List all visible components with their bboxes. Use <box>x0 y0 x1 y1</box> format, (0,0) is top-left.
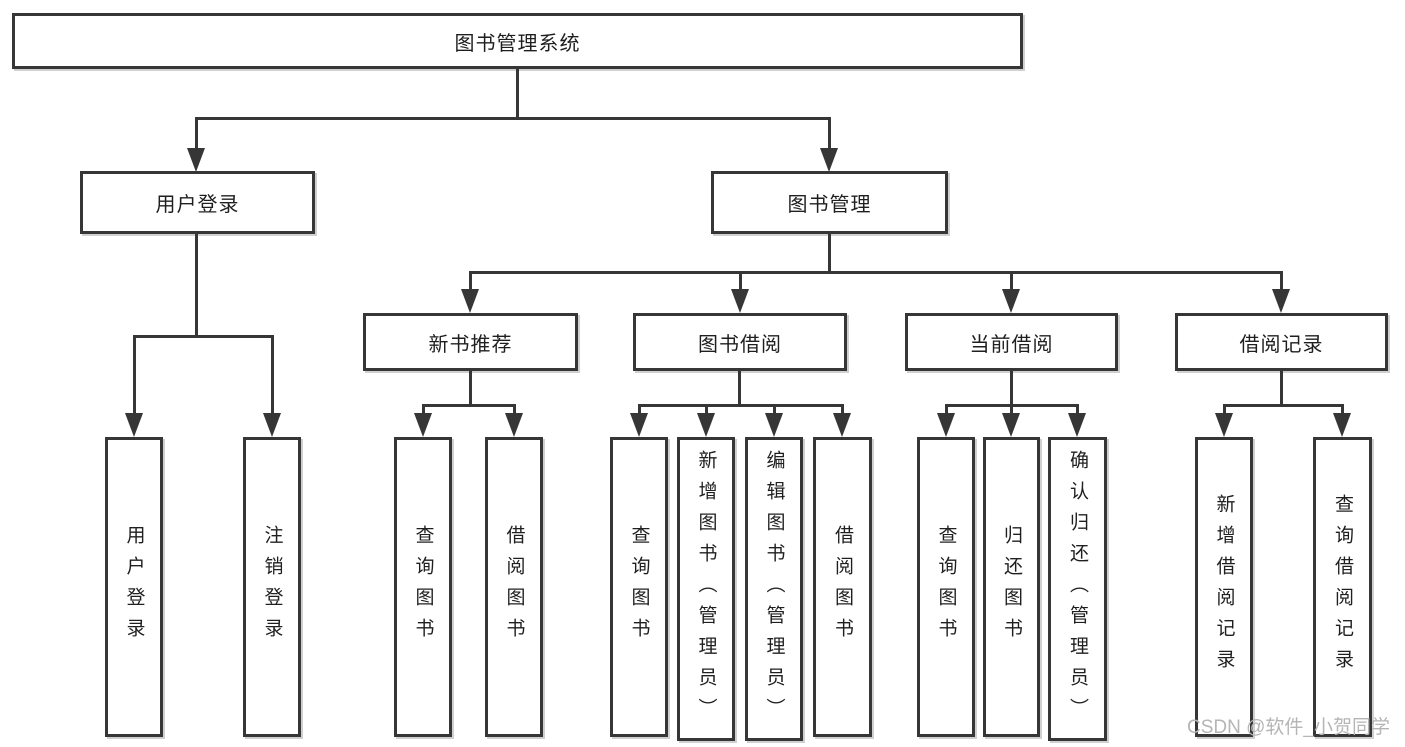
connector-line <box>1010 271 1013 293</box>
connector-line <box>738 368 741 406</box>
leaf-current-confirm-return-admin: 确认归还（管理员） <box>1048 437 1107 741</box>
connector-line <box>945 404 948 417</box>
leaf-borrow-add-books-admin-label: 新增图书（管理员） <box>695 449 717 729</box>
leaf-records-add-record-label: 新增借阅记录 <box>1213 494 1235 680</box>
connector-line <box>133 335 274 338</box>
node-current-borrowing-label: 当前借阅 <box>969 333 1054 356</box>
node-user-login-label: 用户登录 <box>155 194 240 216</box>
node-new-book-recommendation-label: 新书推荐 <box>428 333 513 356</box>
leaf-records-query-record: 查询借阅记录 <box>1313 437 1372 737</box>
leaf-logout-label: 注销登录 <box>261 525 283 649</box>
node-new-book-recommendation: 新书推荐 <box>363 313 578 371</box>
connector-line <box>1341 404 1344 417</box>
connector-line <box>469 271 1283 274</box>
leaf-current-confirm-return-admin-label: 确认归还（管理员） <box>1067 449 1088 729</box>
arrow-down-icon <box>765 413 783 437</box>
connector-line <box>638 404 844 407</box>
connector-line <box>1280 368 1283 406</box>
connector-line <box>739 271 742 293</box>
node-book-management-label: 图书管理 <box>787 194 872 216</box>
node-user-login: 用户登录 <box>80 171 315 234</box>
leaf-newbook-query-books: 查询图书 <box>394 437 452 737</box>
connector-line <box>828 231 831 273</box>
connector-line <box>422 404 516 407</box>
leaf-borrow-edit-books-admin-label: 编辑图书（管理员） <box>763 449 785 729</box>
connector-line <box>516 66 519 120</box>
leaf-records-query-record-label: 查询借阅记录 <box>1332 494 1353 680</box>
leaf-current-query-books-label: 查询图书 <box>935 525 957 649</box>
node-borrowing-records-label: 借阅记录 <box>1239 333 1324 356</box>
watermark: CSDN @软件_小贺同学 <box>1187 717 1390 738</box>
connector-line <box>469 271 472 293</box>
connector-line <box>1010 368 1013 406</box>
connector-line <box>195 117 198 152</box>
leaf-borrow-borrow-books-label: 借阅图书 <box>832 525 853 649</box>
node-book-borrowing: 图书借阅 <box>633 313 847 371</box>
connector-line <box>133 335 136 417</box>
leaf-logout: 注销登录 <box>243 437 301 737</box>
node-book-borrowing-label: 图书借阅 <box>698 333 782 356</box>
arrow-down-icon <box>263 413 281 437</box>
connector-line <box>638 404 641 417</box>
connector-line <box>1223 404 1226 417</box>
leaf-borrow-borrow-books: 借阅图书 <box>813 437 872 737</box>
arrow-down-icon <box>414 413 432 437</box>
arrow-down-icon <box>1333 413 1351 437</box>
arrow-down-icon <box>833 413 851 437</box>
connector-line <box>195 117 831 120</box>
arrow-down-icon <box>697 413 715 437</box>
arrow-down-icon <box>937 413 955 437</box>
leaf-user-login: 用户登录 <box>105 437 163 737</box>
arrow-down-icon <box>731 289 749 313</box>
connector-line <box>271 335 274 417</box>
arrow-down-icon <box>1272 289 1290 313</box>
leaf-current-query-books: 查询图书 <box>917 437 975 737</box>
connector-line <box>1010 404 1013 417</box>
leaf-borrow-query-books: 查询图书 <box>610 437 668 737</box>
leaf-current-return-books: 归还图书 <box>983 437 1040 737</box>
leaf-borrow-add-books-admin: 新增图书（管理员） <box>677 437 735 741</box>
arrow-down-icon <box>187 148 205 172</box>
node-borrowing-records: 借阅记录 <box>1175 313 1388 371</box>
connector-line <box>773 404 776 417</box>
connector-line <box>1280 271 1283 293</box>
connector-line <box>195 231 198 337</box>
leaf-current-return-books-label: 归还图书 <box>1001 525 1022 649</box>
leaf-borrow-query-books-label: 查询图书 <box>628 525 650 649</box>
arrow-down-icon <box>1002 289 1020 313</box>
arrow-down-icon <box>125 413 143 437</box>
node-library-system-label: 图书管理系统 <box>454 32 581 55</box>
arrow-down-icon <box>820 148 838 172</box>
arrow-down-icon <box>505 413 523 437</box>
node-library-system: 图书管理系统 <box>12 13 1023 69</box>
connector-line <box>1223 404 1344 407</box>
leaf-newbook-borrow-books: 借阅图书 <box>485 437 543 737</box>
leaf-borrow-edit-books-admin: 编辑图书（管理员） <box>745 437 803 741</box>
arrow-down-icon <box>461 289 479 313</box>
connector-line <box>841 404 844 417</box>
connector-line <box>513 404 516 417</box>
arrow-down-icon <box>1002 413 1020 437</box>
arrow-down-icon <box>1068 413 1086 437</box>
leaf-newbook-query-books-label: 查询图书 <box>412 525 434 649</box>
node-book-management: 图书管理 <box>711 171 948 234</box>
leaf-user-login-label: 用户登录 <box>123 525 145 649</box>
leaf-records-add-record: 新增借阅记录 <box>1195 437 1253 737</box>
leaf-newbook-borrow-books-label: 借阅图书 <box>503 525 525 649</box>
connector-line <box>705 404 708 417</box>
connector-line <box>1076 404 1079 417</box>
arrow-down-icon <box>630 413 648 437</box>
connector-line <box>469 368 472 406</box>
connector-line <box>422 404 425 417</box>
connector-line <box>828 117 831 152</box>
node-current-borrowing: 当前借阅 <box>905 313 1118 371</box>
arrow-down-icon <box>1215 413 1233 437</box>
